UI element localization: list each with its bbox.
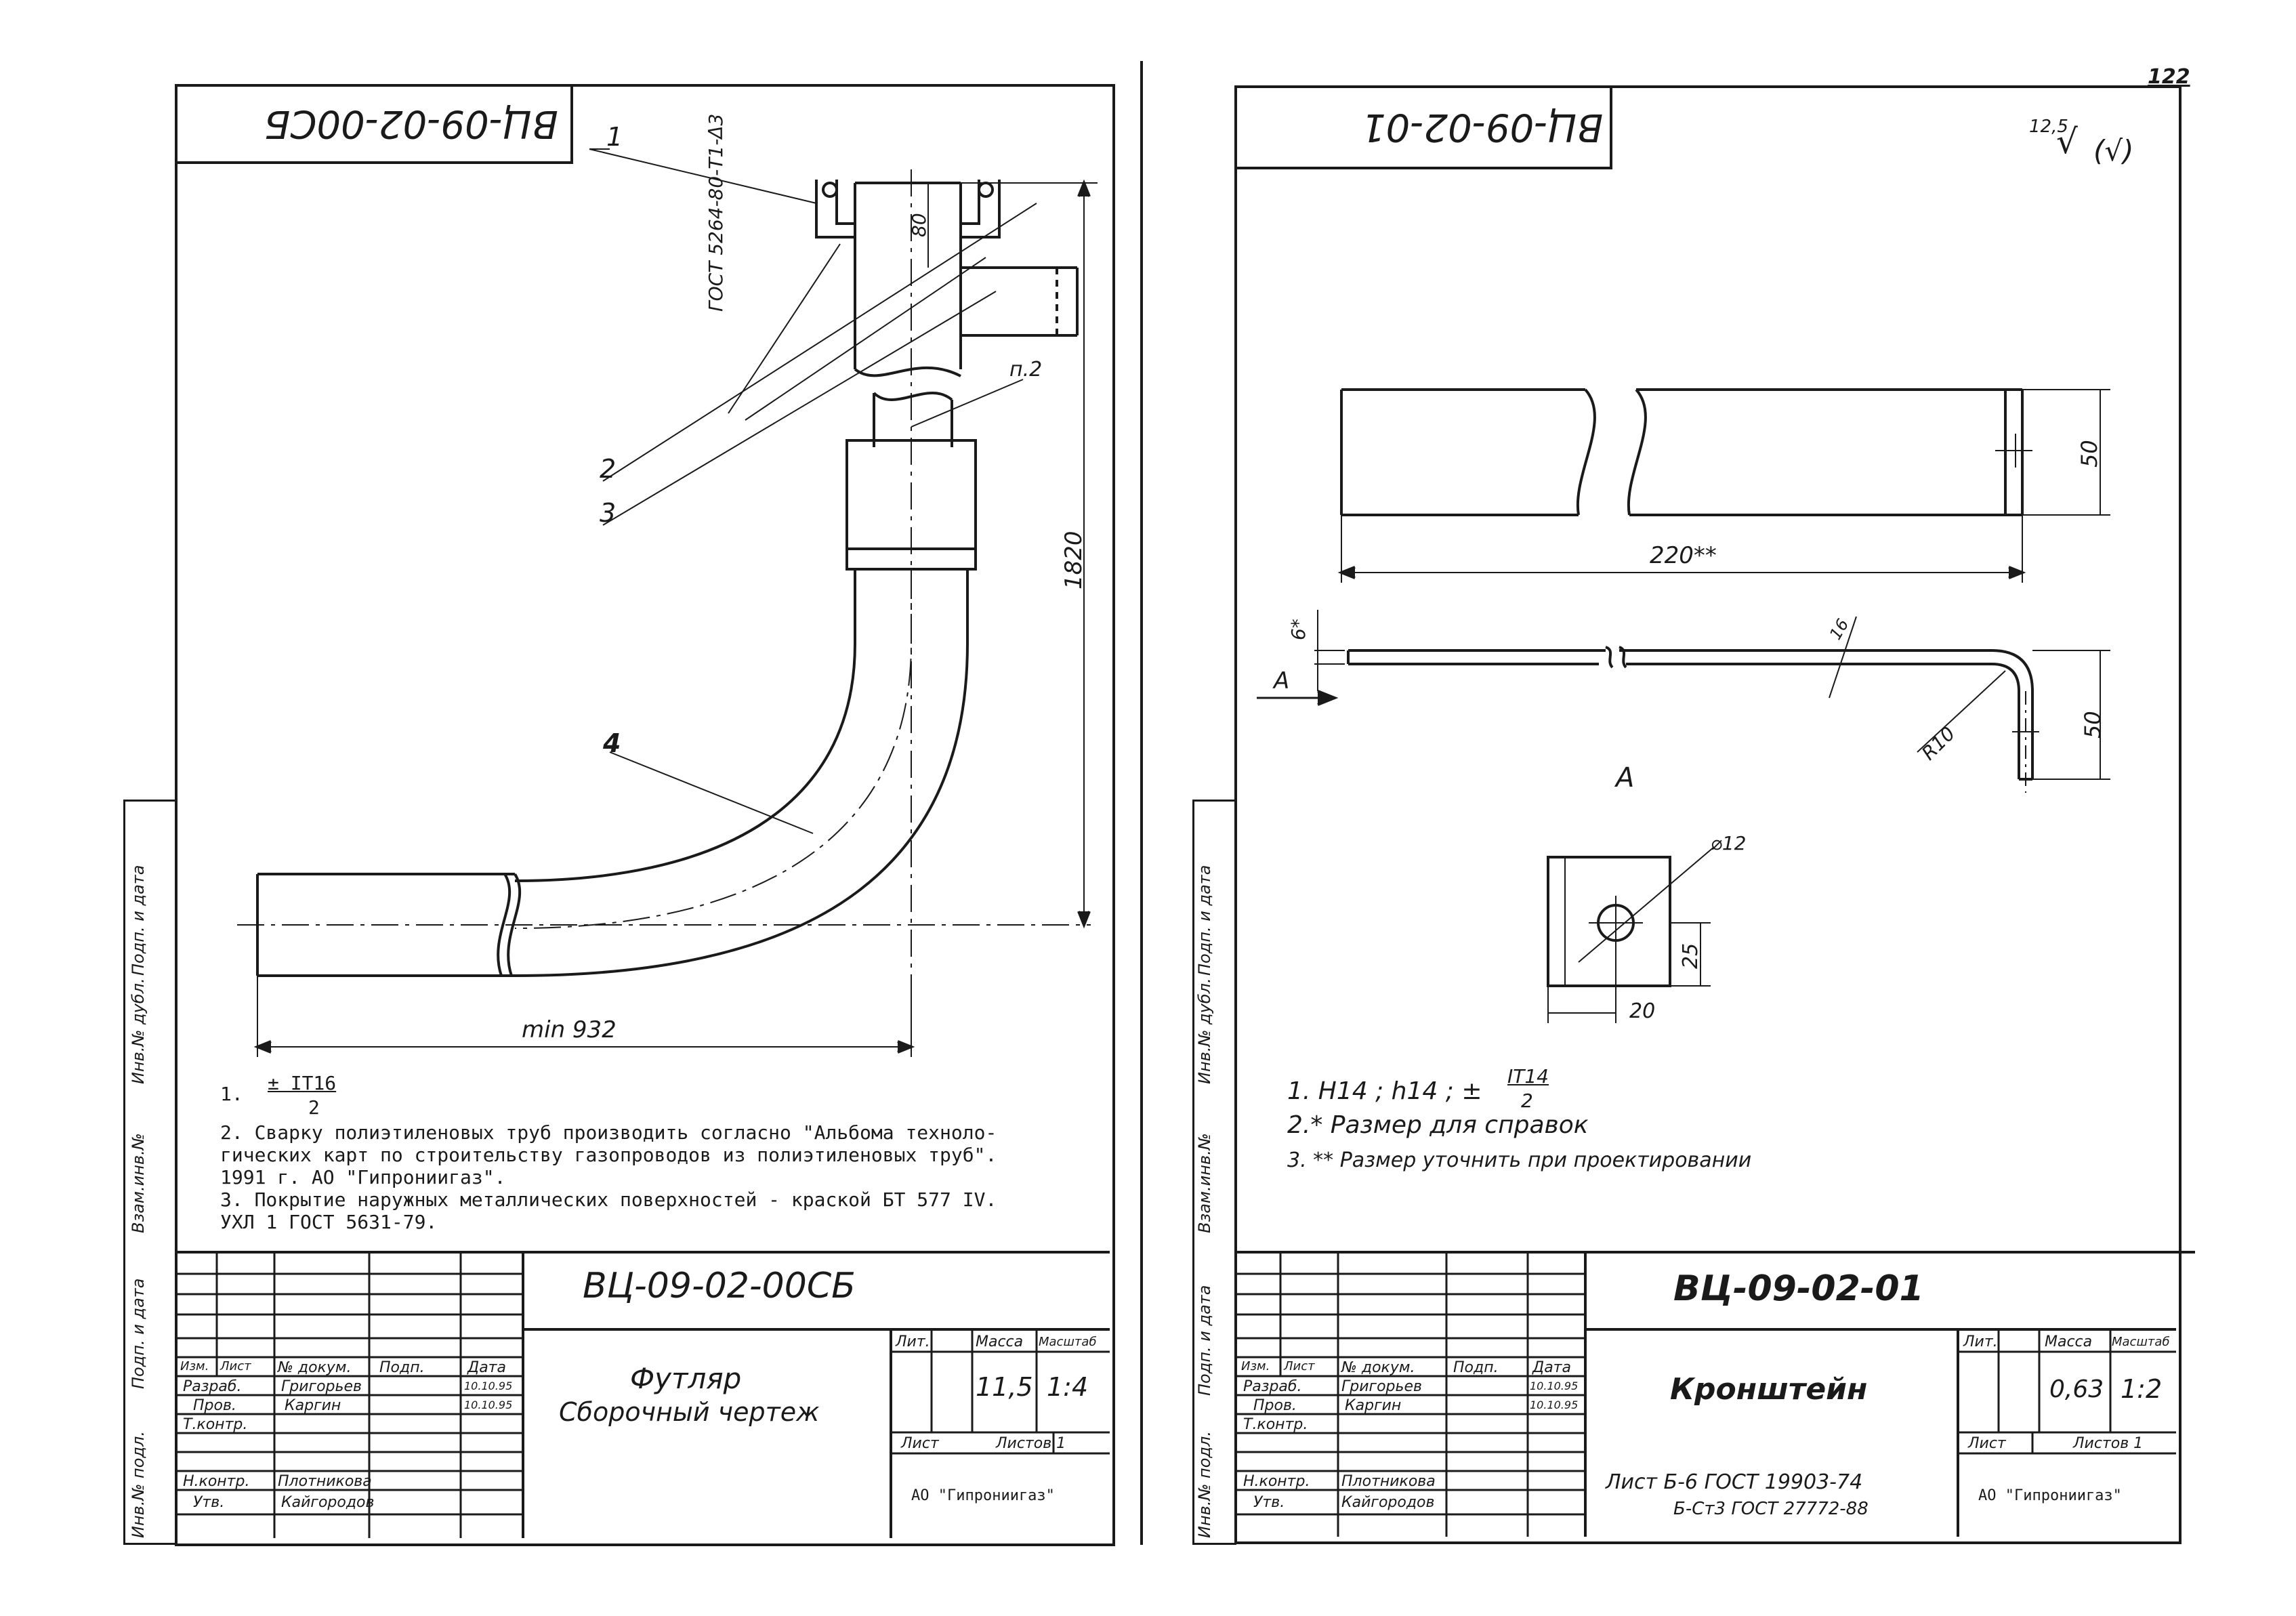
right-dim-20: 20 <box>1629 999 1656 1023</box>
left-tb-utv-name: Кайгородов <box>281 1494 375 1511</box>
left-tb-razrab: Разраб. <box>183 1378 242 1395</box>
right-tb-hdr-podp: Подп. <box>1453 1359 1499 1376</box>
left-note-line-1: 2. Сварку полиэтиленовых труб производит… <box>220 1121 997 1144</box>
left-tb-massa: 11,5 <box>976 1372 1033 1402</box>
right-tb-hdr-lit: Лит. <box>1963 1333 1998 1350</box>
left-tb-hdr-ndok: № докум. <box>278 1359 352 1376</box>
right-tb-prov: Пров. <box>1253 1397 1297 1414</box>
right-note-1-num: IT14 <box>1507 1065 1549 1087</box>
left-callout-1: 1 <box>606 122 623 152</box>
left-tb-masshtab: 1:4 <box>1047 1372 1089 1402</box>
right-tb-listov: Листов 1 <box>2073 1435 2144 1452</box>
right-view-a-label: A <box>1616 762 1635 793</box>
right-tb-tkontr: Т.контр. <box>1243 1416 1308 1433</box>
right-tb-hdr-list: Лист <box>1284 1359 1315 1373</box>
right-tb-hdr-data: Дата <box>1532 1359 1571 1376</box>
right-note-2: 2.* Размер для справок <box>1287 1111 1589 1139</box>
right-note-1-den: 2 <box>1521 1090 1533 1112</box>
left-tb-prov: Пров. <box>193 1397 236 1414</box>
right-tb-hdr-massa: Масса <box>2045 1333 2093 1350</box>
roughness-paren: (√) <box>2093 134 2134 167</box>
page-number: 122 <box>2148 65 2190 89</box>
left-tb-razrab-date: 10.10.95 <box>464 1380 513 1392</box>
right-tb-material-1: Лист Б-6 ГОСТ 19903-74 <box>1606 1470 1863 1494</box>
left-note-1-num: ± IT16 <box>268 1072 337 1094</box>
left-tb-hdr-lit: Лит. <box>896 1333 930 1350</box>
left-note-line-4: 3. Покрытие наружных металлических повер… <box>220 1188 997 1211</box>
left-tb-name-1: Футляр <box>630 1362 742 1395</box>
left-note-line-3: 1991 г. АО "Гипрониигаз". <box>220 1166 506 1188</box>
right-tb-hdr-masshtab: Масштаб <box>2112 1335 2170 1349</box>
right-note-3: 3. ** Размер уточнить при проектировании <box>1287 1148 1752 1172</box>
left-tb-hdr-list: Лист <box>220 1359 251 1373</box>
left-note-1-prefix: 1. <box>220 1083 243 1105</box>
right-tb-utv-name: Кайгородов <box>1341 1494 1435 1511</box>
left-tb-list: Лист <box>901 1435 939 1452</box>
left-tb-listov: Листов 1 <box>996 1435 1066 1452</box>
left-tb-razrab-name: Григорьев <box>281 1378 362 1395</box>
right-tb-name: Кронштейн <box>1670 1372 1868 1407</box>
right-dim-d12: ⌀12 <box>1711 832 1747 854</box>
left-tb-designation: ВЦ-09-02-00СБ <box>583 1266 856 1306</box>
left-note-1-den: 2 <box>308 1096 320 1119</box>
right-drawing-sheet <box>1234 85 2182 1544</box>
left-tb-hdr-data: Дата <box>467 1359 506 1376</box>
right-tb-nkontr: Н.контр. <box>1243 1473 1310 1490</box>
left-side-strip <box>123 800 177 1545</box>
right-arrow-a: A <box>1274 667 1290 695</box>
right-tb-material-2: Б-Ст3 ГОСТ 27772-88 <box>1673 1499 1869 1519</box>
left-tb-hdr-izm: Изм. <box>180 1359 209 1373</box>
right-tb-nkontr-name: Плотникова <box>1341 1473 1436 1490</box>
roughness-value: 12,5 <box>2029 117 2068 137</box>
right-tb-list: Лист <box>1968 1435 2006 1452</box>
left-tb-nkontr: Н.контр. <box>183 1473 250 1490</box>
left-tb-prov-date: 10.10.95 <box>464 1399 513 1411</box>
left-callout-4: 4 <box>603 728 621 758</box>
right-side-strip <box>1192 800 1236 1545</box>
left-note-line-2: гических карт по строительству газопрово… <box>220 1144 997 1166</box>
left-drawing-sheet <box>175 84 1115 1546</box>
left-tb-hdr-massa: Масса <box>976 1333 1024 1350</box>
right-tb-massa: 0,63 <box>2049 1375 2104 1403</box>
right-dim-220: 220** <box>1650 542 1717 569</box>
left-note-line-5: УХЛ 1 ГОСТ 5631-79. <box>220 1211 438 1233</box>
left-tb-prov-name: Каргин <box>285 1397 341 1414</box>
left-tb-hdr-podp: Подп. <box>379 1359 425 1376</box>
left-tb-tkontr: Т.контр. <box>183 1416 248 1433</box>
right-tb-prov-date: 10.10.95 <box>1530 1399 1579 1411</box>
right-tb-org: АО "Гипрониигаз" <box>1978 1487 2122 1504</box>
right-tb-designation: ВЦ-09-02-01 <box>1673 1268 1924 1309</box>
left-dim-min932: min 932 <box>522 1016 617 1043</box>
right-tb-masshtab: 1:2 <box>2121 1374 2163 1404</box>
right-tb-razrab-date: 10.10.95 <box>1530 1380 1579 1392</box>
right-tb-hdr-ndok: № докум. <box>1341 1359 1415 1376</box>
right-code-box <box>1237 88 1612 169</box>
left-callout-p2: п.2 <box>1009 358 1043 381</box>
left-tb-name-2: Сборочный чертеж <box>559 1397 820 1427</box>
roughness-sign: √ <box>2056 122 2078 161</box>
left-tb-nkontr-name: Плотникова <box>278 1473 372 1490</box>
right-tb-utv: Утв. <box>1253 1494 1285 1511</box>
right-note-1: 1. H14 ; h14 ; ± <box>1287 1077 1482 1105</box>
left-code-box <box>178 87 573 164</box>
right-tb-hdr-izm: Изм. <box>1241 1359 1270 1373</box>
right-tb-prov-name: Каргин <box>1345 1397 1402 1414</box>
left-tb-org: АО "Гипрониигаз" <box>911 1487 1055 1504</box>
left-callout-3: 3 <box>600 498 617 528</box>
left-tb-hdr-masshtab: Масштаб <box>1039 1335 1097 1349</box>
right-tb-razrab: Разраб. <box>1243 1378 1302 1395</box>
right-tb-razrab-name: Григорьев <box>1341 1378 1422 1395</box>
left-callout-2: 2 <box>600 454 617 484</box>
left-tb-utv: Утв. <box>193 1494 225 1511</box>
